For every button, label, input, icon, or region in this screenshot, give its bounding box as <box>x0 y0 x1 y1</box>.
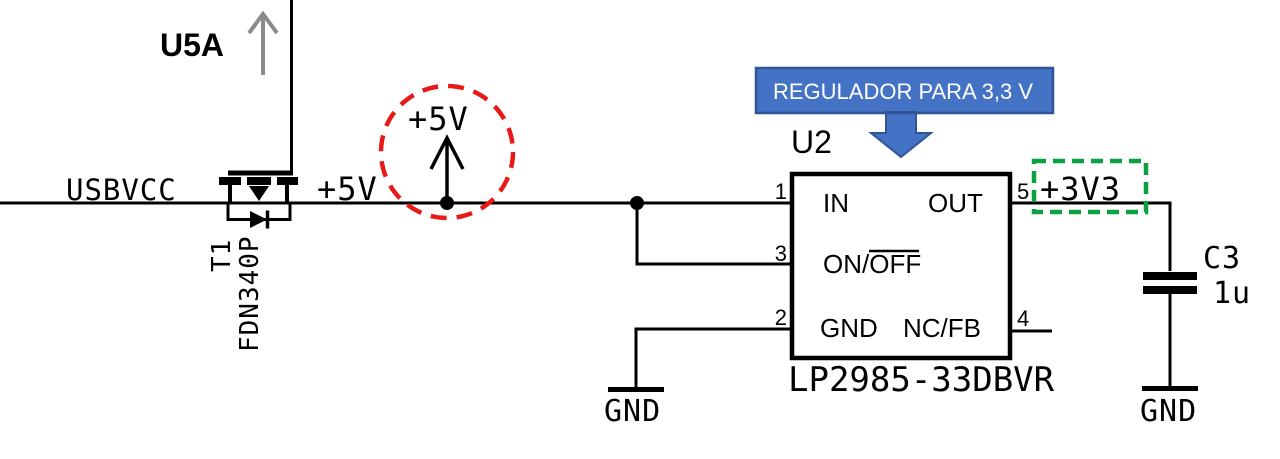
callout-down-arrow <box>871 112 931 157</box>
gnd-mid-label: GND <box>604 394 661 429</box>
u2-body <box>789 171 1013 361</box>
pin-onoff-label: ON/OFF <box>823 249 921 279</box>
callout-label: REGULADOR PARA 3,3 V <box>773 79 1033 104</box>
u2-part-label: LP2985-33DBVR <box>788 360 1055 400</box>
pin2-gnd-wire <box>634 327 790 387</box>
t1-ref-label: T1 <box>207 239 237 272</box>
u5a-label: U5A <box>160 27 224 63</box>
green-highlight-box <box>1031 158 1149 215</box>
red-highlight-circle <box>378 83 516 221</box>
usbvcc-net-label: USBVCC <box>66 173 177 207</box>
mosfet-symbol <box>219 170 298 229</box>
pin3-number: 3 <box>775 241 787 266</box>
u5a-arrow <box>247 10 279 75</box>
pin-onoff-overlined: OFF <box>869 249 921 279</box>
pin2-number: 2 <box>775 305 787 330</box>
u2-ref-label: U2 <box>791 124 832 160</box>
p5v-flag-label: +5V <box>408 100 469 138</box>
pin5-number: 5 <box>1017 179 1029 204</box>
pin4-number: 4 <box>1017 306 1029 331</box>
power-flag-arrowhead <box>429 134 465 170</box>
capacitor-symbol <box>1143 272 1197 294</box>
pin-gnd-label: GND <box>820 313 878 343</box>
junction-dot-pin3-branch <box>630 196 644 210</box>
c3-ref-label: C3 <box>1203 241 1241 276</box>
t1-part-label: FDN340P <box>235 235 265 352</box>
callout-box <box>756 68 1053 113</box>
pin3-branch-wire <box>635 203 790 266</box>
c3-value-label: 1u <box>1213 276 1251 311</box>
gnd-right-label: GND <box>1140 394 1197 429</box>
power-flag-5v <box>429 134 465 203</box>
p5v-wire-label: +5V <box>317 170 378 208</box>
pin-onoff-pre: ON/ <box>823 249 870 279</box>
body-diode-triangle <box>250 211 267 228</box>
u5a-arrowhead <box>247 10 279 35</box>
callout: REGULADOR PARA 3,3 V <box>756 68 1053 157</box>
wires <box>0 0 1172 387</box>
p3v3-net-label: +3V3 <box>1040 170 1121 208</box>
mosfet-body-arrow <box>249 186 269 201</box>
pin1-number: 1 <box>775 179 787 204</box>
out-wire <box>1012 201 1172 271</box>
pin-ncfb-label: NC/FB <box>903 313 981 343</box>
pin-in-label: IN <box>823 188 849 218</box>
callout-arrow-border <box>868 111 934 159</box>
pin-out-label: OUT <box>928 188 983 218</box>
